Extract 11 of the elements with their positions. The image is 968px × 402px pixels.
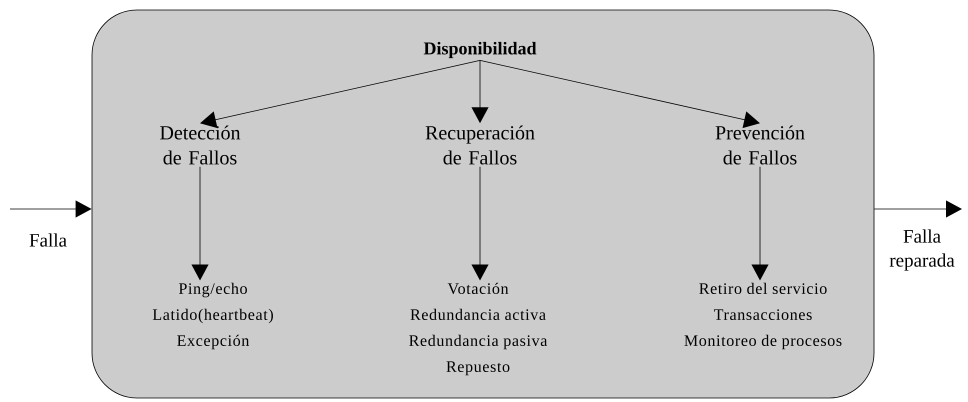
category-label: Recuperación de Fallos xyxy=(426,125,535,165)
tactic-list: Ping/echo Latido(heartbeat) Excepción xyxy=(152,282,273,350)
category-label: Prevención de Fallos xyxy=(716,125,805,165)
tactic-list: Retiro del servicio Transacciones Monitoreo de procesos xyxy=(684,282,842,350)
heading: Disponibilidad xyxy=(424,42,536,58)
panel-box xyxy=(92,10,874,398)
category-label: Detección de Fallos xyxy=(160,125,240,165)
edge-label: Falla xyxy=(30,233,67,247)
arrow xyxy=(200,60,480,128)
edge-label: Falla reparada xyxy=(890,229,954,271)
tactic-list: Votación Redundancia activa Redundancia pasiva Repuesto xyxy=(409,282,548,376)
